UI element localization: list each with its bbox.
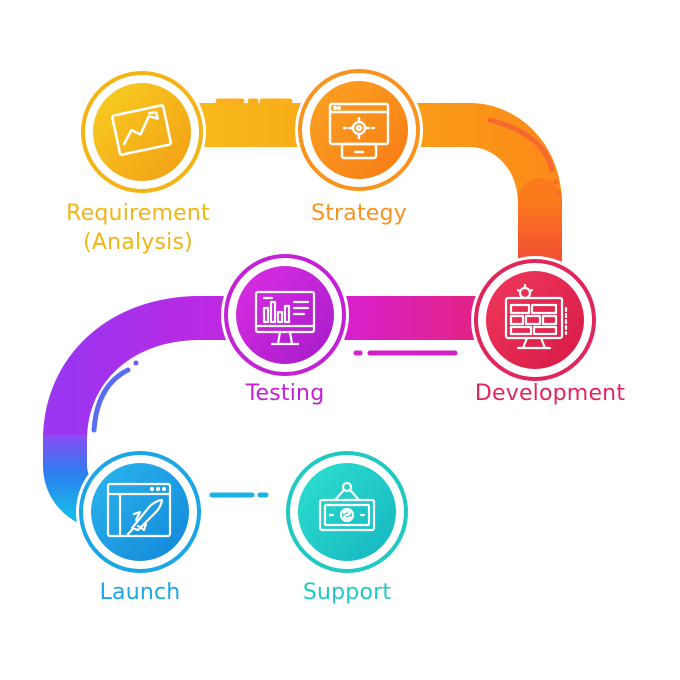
step-label-requirement-line2: (Analysis) — [83, 230, 193, 255]
browser-rocket-icon — [106, 482, 172, 538]
step-development: Development — [471, 256, 625, 406]
monitor-layout-gear-icon — [504, 283, 568, 350]
step-label-strategy: Strategy — [311, 201, 407, 226]
money-support-icon — [318, 481, 376, 532]
monitor-bar-chart-icon — [254, 290, 316, 346]
step-label-support: Support — [303, 580, 392, 605]
step-launch: Launch — [76, 448, 204, 605]
step-testing: Testing — [221, 251, 349, 406]
browser-gear-icon — [328, 102, 390, 160]
step-requirement: Requirement (Analysis) — [66, 68, 210, 255]
step-label-testing: Testing — [245, 381, 325, 406]
step-label-launch: Launch — [100, 580, 181, 605]
step-support: Support — [283, 448, 411, 605]
step-strategy: Strategy — [295, 66, 423, 226]
step-label-development: Development — [475, 381, 625, 406]
path-segment-middle — [43, 296, 545, 441]
growth-chart-icon — [111, 104, 173, 156]
path-dash-marks — [91, 98, 562, 498]
step-label-requirement-line1: Requirement — [66, 201, 210, 226]
